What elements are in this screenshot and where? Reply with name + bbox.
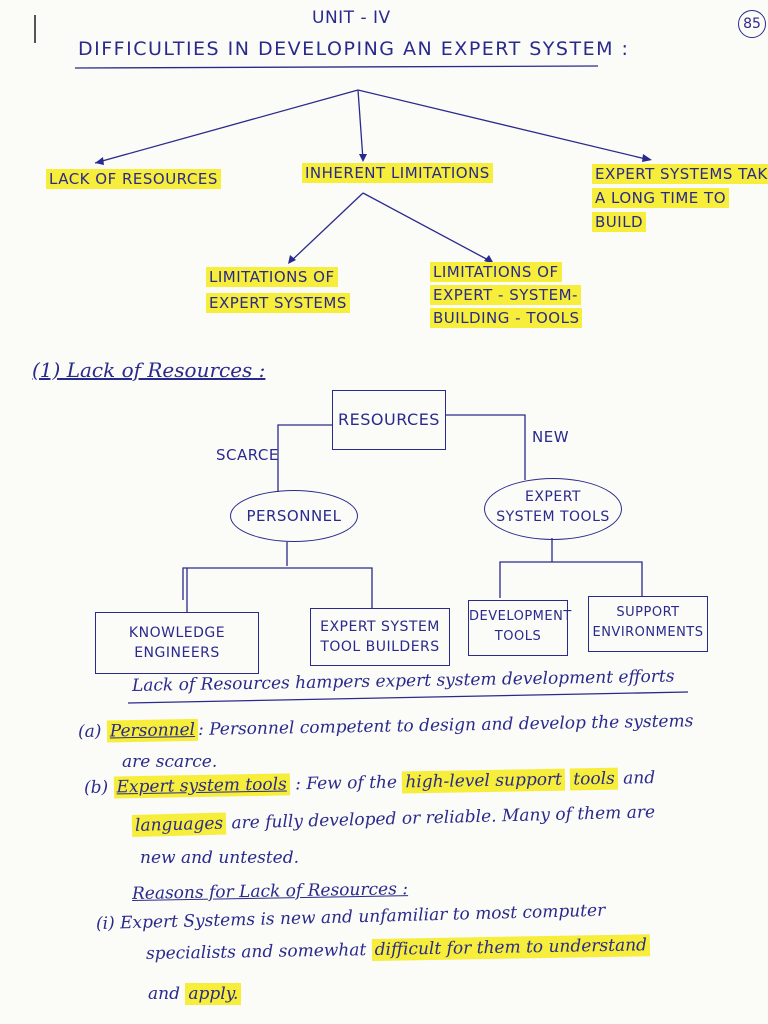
reason-1-text-3: and <box>148 984 180 1004</box>
leaf-line: ENVIRONMENTS <box>592 625 704 640</box>
tree-node-line: A LONG TIME TO <box>592 188 730 208</box>
leaf-line: TOOL BUILDERS <box>320 639 440 655</box>
point-b-label: (b) <box>83 777 109 798</box>
point-a-continuation: are scarce. <box>122 752 218 772</box>
edge-label-scarce: SCARCE <box>216 446 279 464</box>
leaf-support-environments: SUPPORT ENVIRONMENTS <box>588 596 708 652</box>
leaf-tool-builders: EXPERT SYSTEM TOOL BUILDERS <box>310 608 450 666</box>
leaf-knowledge-engineers: KNOWLEDGE ENGINEERS <box>95 612 259 674</box>
point-b-highlight-languages: languages <box>131 812 227 837</box>
point-a-label: (a) <box>77 721 102 742</box>
tree-node-label: LACK OF RESOURCES <box>46 169 221 189</box>
edge-label-new: NEW <box>532 428 570 446</box>
tree-node-line: BUILDING - TOOLS <box>430 308 583 328</box>
tree-node-limitations-building-tools: LIMITATIONS OF EXPERT - SYSTEM- BUILDING… <box>430 261 583 330</box>
leaf-development-tools: DEVELOPMENT TOOLS <box>468 600 572 656</box>
tree-node-long-time: EXPERT SYSTEMS TAK A LONG TIME TO BUILD <box>592 162 768 234</box>
node-expert-system-tools: EXPERT SYSTEM TOOLS <box>484 478 622 540</box>
node-personnel: PERSONNEL <box>230 490 358 542</box>
leaf-line: EXPERT SYSTEM <box>320 619 440 635</box>
leaf-line: DEVELOPMENT <box>469 609 572 624</box>
point-b-term: Expert system tools <box>113 773 290 799</box>
tree-node-limitations-expert-systems: LIMITATIONS OF EXPERT SYSTEMS <box>206 264 350 316</box>
point-b-text-and: and <box>623 768 656 789</box>
leaf-line: KNOWLEDGE <box>128 625 226 641</box>
point-a-term: Personnel <box>106 718 199 743</box>
node-line: EXPERT <box>525 489 581 505</box>
tree-node-line: LIMITATIONS OF <box>206 267 338 287</box>
reason-1-label: (i) <box>95 913 115 934</box>
unit-label: UNIT - IV <box>312 8 391 28</box>
node-resources: RESOURCES <box>332 390 446 450</box>
section-heading: (1) Lack of Resources : <box>32 358 266 382</box>
leaf-line: SUPPORT <box>616 605 680 620</box>
tree-node-line: EXPERT SYSTEMS <box>206 293 350 313</box>
tree-node-lack-of-resources: LACK OF RESOURCES <box>46 169 221 189</box>
point-b-line3: new and untested. <box>140 848 300 868</box>
leaf-line: ENGINEERS <box>134 645 220 661</box>
page-title: DIFFICULTIES IN DEVELOPING AN EXPERT SYS… <box>78 38 630 60</box>
tree-node-inherent-limitations: INHERENT LIMITATIONS <box>302 163 493 183</box>
tree-node-line: EXPERT SYSTEMS TAK <box>592 164 768 184</box>
margin-mark <box>34 15 36 43</box>
reason-1-highlight-apply: apply. <box>185 983 242 1005</box>
reason-1-line3: and apply. <box>148 983 242 1005</box>
point-b-highlight: high-level support <box>402 768 566 794</box>
tree-node-label: INHERENT LIMITATIONS <box>302 163 493 183</box>
point-b-text: : Few of the <box>294 772 398 795</box>
page-number: 85 <box>738 10 766 38</box>
tree-node-line: EXPERT - SYSTEM- <box>430 285 581 305</box>
point-b-highlight-tools: tools <box>570 767 619 791</box>
leaf-line: TOOLS <box>494 629 542 644</box>
tree-node-line: LIMITATIONS OF <box>430 262 562 282</box>
reason-1-text-2: specialists and somewhat <box>145 940 367 964</box>
node-line: SYSTEM TOOLS <box>496 509 610 525</box>
tree-node-line: BUILD <box>592 212 647 232</box>
